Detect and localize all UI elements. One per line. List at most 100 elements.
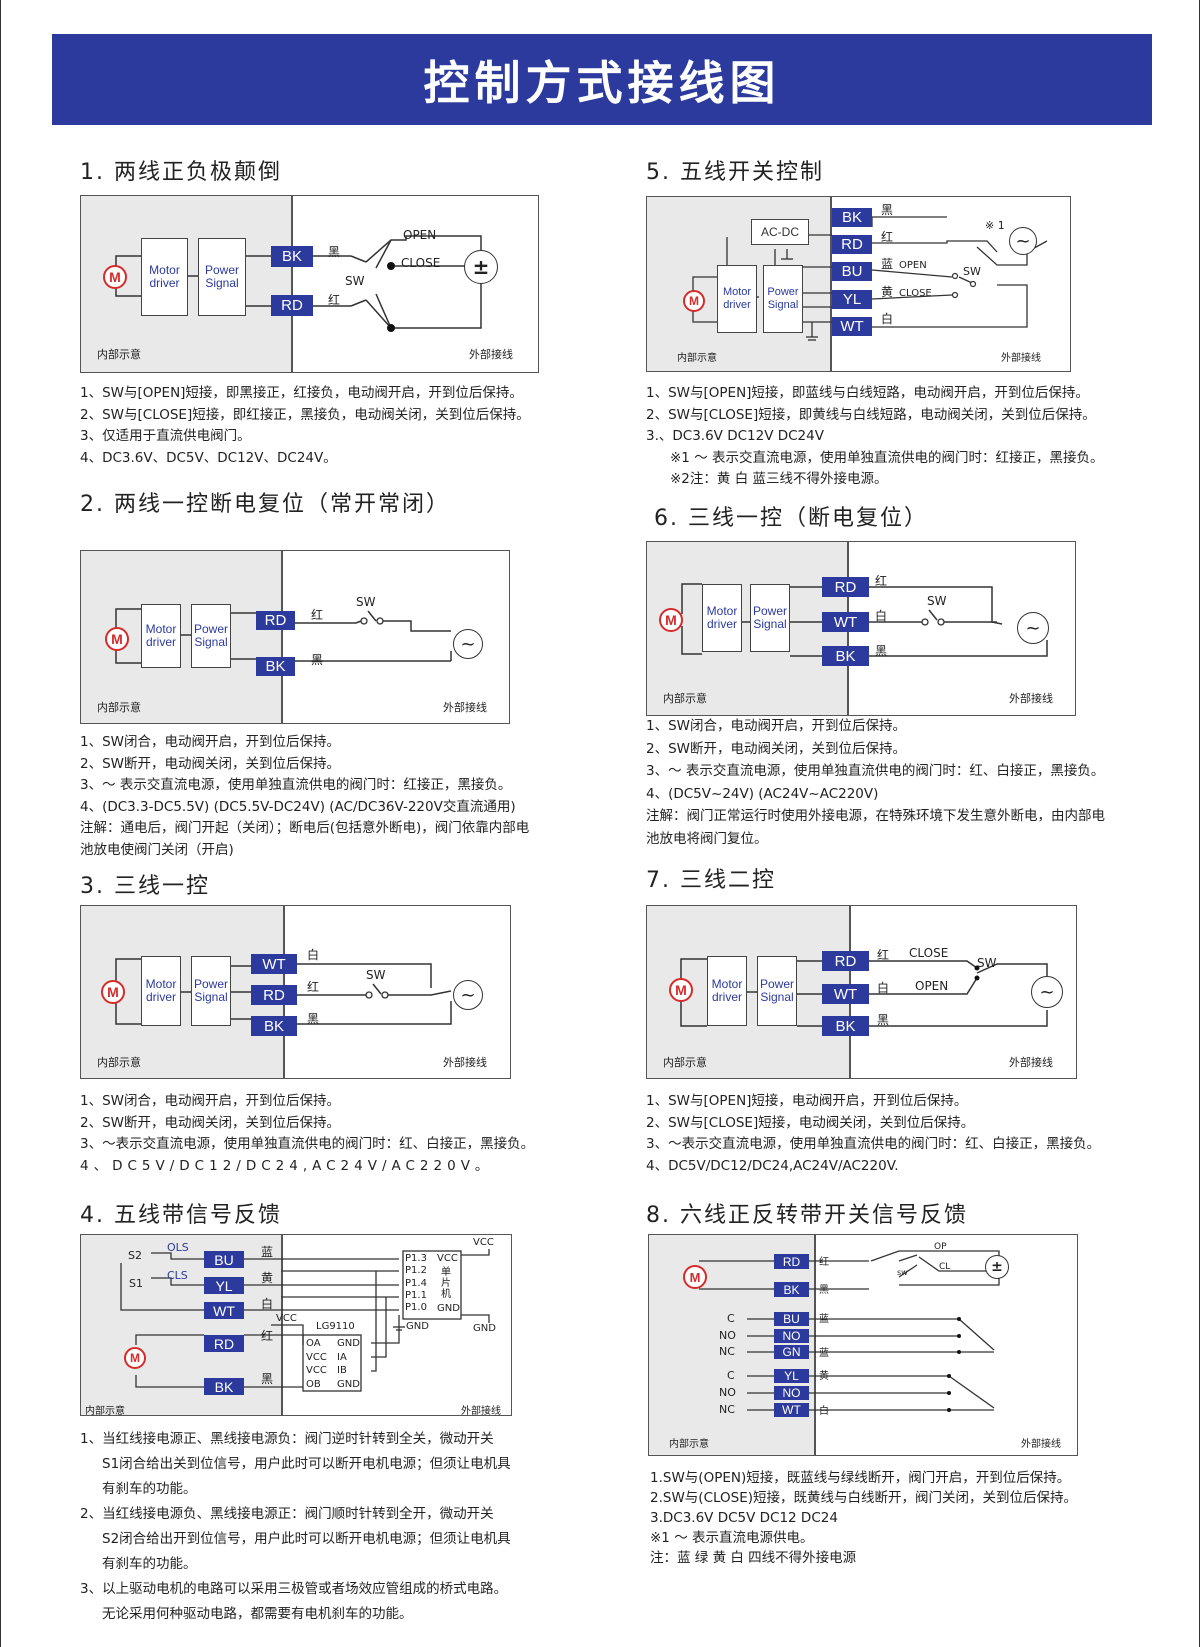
note: S1闭合给出关到位信号，用户此时可以断开电机电源；但须让电机具 [102,1456,511,1472]
sw-label: SW [977,956,997,970]
wire-color-black: 黑 [328,245,341,259]
wire-tag-rd: RD [256,611,295,630]
wire-tag-gn: GN [774,1345,809,1359]
wire-tag-bk: BK [271,246,313,267]
side-label: NC [719,1345,735,1358]
outside-caption: 外部接线 [1001,353,1041,364]
wire-tag-bk: BK [251,1016,297,1036]
motor-icon: M [683,290,705,312]
section-5-notes: 1、SW与[OPEN]短接，即蓝线与白线短路，电动阀开启，开到位后保持。 2、S… [646,383,1103,491]
acdc-box: AC-DC [751,219,809,245]
s2-label: S2 [128,1249,142,1262]
wire-color-black: 黑 [819,1285,829,1296]
wire-color-black: 黑 [877,1013,890,1027]
note: 4、DC5V/DC12/DC24,AC24V/AC220V。 [80,1157,494,1174]
wire-tag-rd: RD [271,295,313,316]
section-7-heading: 7. 三线二控 [646,868,776,893]
power-signal-box: Power Signal [198,238,246,316]
wire-tag-yl: YL [832,290,872,309]
inside-caption: 内部示意 [97,348,141,361]
side-label: C [727,1312,735,1325]
outside-caption: 外部接线 [1009,1056,1053,1069]
wire-color-white: 白 [819,1406,829,1417]
cl-label: CL [939,1262,951,1272]
note: 注解：阀门正常运行时使用外接电源，在特殊环境下发生意外断电，由内部电 [646,808,1105,824]
open-label: OPEN [899,260,927,271]
wire-color-yellow: 黄 [261,1271,274,1285]
inside-caption: 内部示意 [677,353,717,364]
note: 1、SW闭合，电动阀开启，开到位后保持。 [80,1093,341,1109]
motor-icon: M [105,627,129,651]
wire-color-yellow: 黄 [819,1371,829,1382]
wire-color-white: 白 [881,312,894,326]
ac-source-icon: ~ [453,980,483,1010]
motor-icon: M [101,980,125,1004]
note-mark: ※ 1 [985,219,1005,232]
note: 3、～表示交直流电源，使用单独直流供电的阀门时：红、白接正，黑接负。 [80,1136,535,1152]
wire-tag-bu: BU [774,1312,809,1326]
motor-icon: M [103,265,127,289]
wire-tag-rd: RD [822,577,869,597]
wire-color-blue: 蓝 [881,257,894,271]
section-4-heading: 4. 五线带信号反馈 [80,1203,282,1228]
diagram-8: M RD BK BU NO GN YL NO WT 红 黑 蓝 蓝 黄 白 C … [648,1234,1078,1456]
note: 3、以上驱动电机的电路可以采用三极管或者场效应管组成的桥式电路。 [80,1581,508,1597]
wire-color-red: 红 [877,948,890,962]
wire-color-black: 黑 [307,1012,320,1026]
wire-tag-wt: WT [822,984,869,1004]
vcc-top: VCC [473,1237,494,1248]
wire-tag-no: NO [774,1386,809,1400]
wire-color-black: 黑 [881,203,894,217]
note: ※1 ～ 表示交直流电源，使用单独直流供电的阀门时：红接正，黑接负。 [670,449,1104,466]
power-signal-box: Power Signal [191,604,231,668]
wire-color-white: 白 [877,981,890,995]
ac-source-icon: ~ [1031,976,1063,1008]
note: 注解：通电后，阀门开起（关闭）；断电后(包括意外断电)，阀门依靠内部电 [80,820,530,836]
wire-color-blue: 蓝 [819,1314,829,1325]
power-signal-box: Power Signal [750,584,790,652]
note: 2、SW断开，电动阀关闭，关到位后保持。 [80,755,341,772]
outside-caption: 外部接线 [1009,692,1053,705]
note: 3、～表示交直流电源，使用单独直流供电的阀门时：红、白接正，黑接负。 [646,1136,1101,1152]
note: 2、SW断开，电动阀关闭，关到位后保持。 [646,740,907,757]
outside-caption: 外部接线 [469,348,513,361]
section-6-notes: 1、SW闭合，电动阀开启，开到位后保持。 2、SW断开，电动阀关闭，关到位后保持… [646,715,1105,850]
inside-caption: 内部示意 [85,1406,125,1417]
sw-label: SW [366,968,386,982]
wire-color-red: 红 [328,293,341,307]
motor-icon: M [669,978,693,1002]
note: 2、SW与[CLOSE]短接，即红接正，黑接负，电动阀关闭，关到位后保持。 [80,406,530,423]
note: 1、SW闭合，电动阀开启，开到位后保持。 [646,718,907,734]
note: S2闭合给出开到位信号，用户此时可以断开电机电源；但须让电机具 [102,1531,511,1547]
ac-source-icon: ~ [1009,227,1037,255]
open-label: OPEN [403,228,437,242]
wire-tag-yl: YL [204,1277,244,1294]
inside-caption: 内部示意 [97,1056,141,1069]
note: 4、(DC5V~24V) (AC24V~AC220V) [646,785,879,802]
page-title: 控制方式接线图 [423,55,781,110]
close-label: CLOSE [909,946,949,960]
diagram-6: M Motor driver Power Signal RD WT BK 红 白… [646,541,1076,716]
wire-tag-bk: BK [204,1378,244,1395]
wire-tag-wt: WT [204,1302,244,1319]
wire-color-red: 红 [261,1329,274,1343]
wire-color-white: 白 [875,609,888,623]
wire-color-white: 白 [261,1297,274,1311]
motor-driver-box: Motor driver [141,604,181,668]
ac-source-icon: ~ [453,629,483,659]
diagram-2: M Motor driver Power Signal RD BK 红 黑 SW… [80,550,510,724]
outside-caption: 外部接线 [461,1406,501,1417]
note: ※1 ～ 表示直流电源供电。 [650,1530,814,1546]
motor-driver-box: Motor driver [141,238,188,316]
note: 2、当红线接电源负、黑线接电源正：阀门顺时针转到全开，微动开关 [80,1506,494,1522]
inside-caption: 内部示意 [663,1056,707,1069]
section-2-notes: 1、SW闭合，电动阀开启，开到位后保持。 2、SW断开，电动阀关闭，关到位后保持… [80,732,529,861]
diagram-5: AC-DC M Motor driver Power Signal BK RD … [646,196,1071,372]
diagram-4: S2 S1 OLS CLS BU YL WT RD BK 蓝 黄 白 红 黑 M… [80,1234,512,1417]
wire-tag-no: NO [774,1329,809,1343]
s1-label: S1 [129,1277,143,1290]
note: 池放电将阀门复位。 [646,830,768,847]
